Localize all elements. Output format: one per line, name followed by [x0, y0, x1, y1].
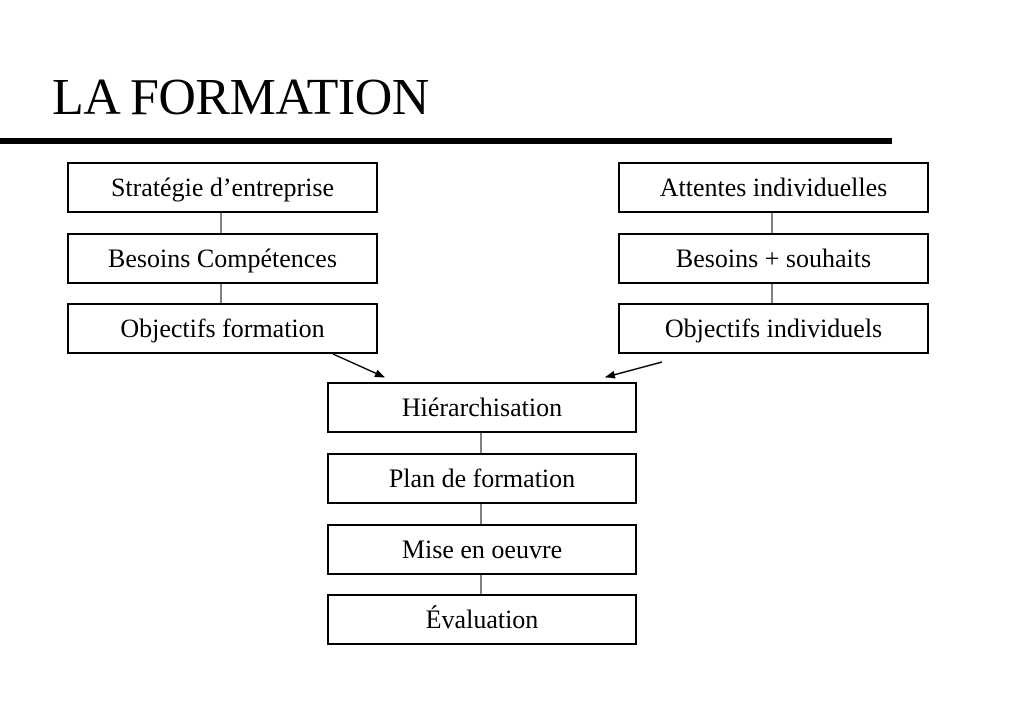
box-plan-de-formation: Plan de formation — [327, 453, 637, 504]
arrow-right-to-center — [605, 361, 663, 379]
box-evaluation: Évaluation — [327, 594, 637, 645]
page-title: LA FORMATION — [52, 69, 429, 126]
box-objectifs-individuels: Objectifs individuels — [618, 303, 929, 354]
box-besoins-souhaits: Besoins + souhaits — [618, 233, 929, 284]
box-besoins-competences: Besoins Compétences — [67, 233, 378, 284]
box-mise-en-oeuvre: Mise en oeuvre — [327, 524, 637, 575]
box-attentes-individuelles: Attentes individuelles — [618, 162, 929, 213]
box-strategie-entreprise: Stratégie d’entreprise — [67, 162, 378, 213]
arrow-left-to-center — [332, 353, 385, 378]
box-objectifs-formation: Objectifs formation — [67, 303, 378, 354]
title-underline — [0, 138, 892, 144]
box-hierarchisation: Hiérarchisation — [327, 382, 637, 433]
